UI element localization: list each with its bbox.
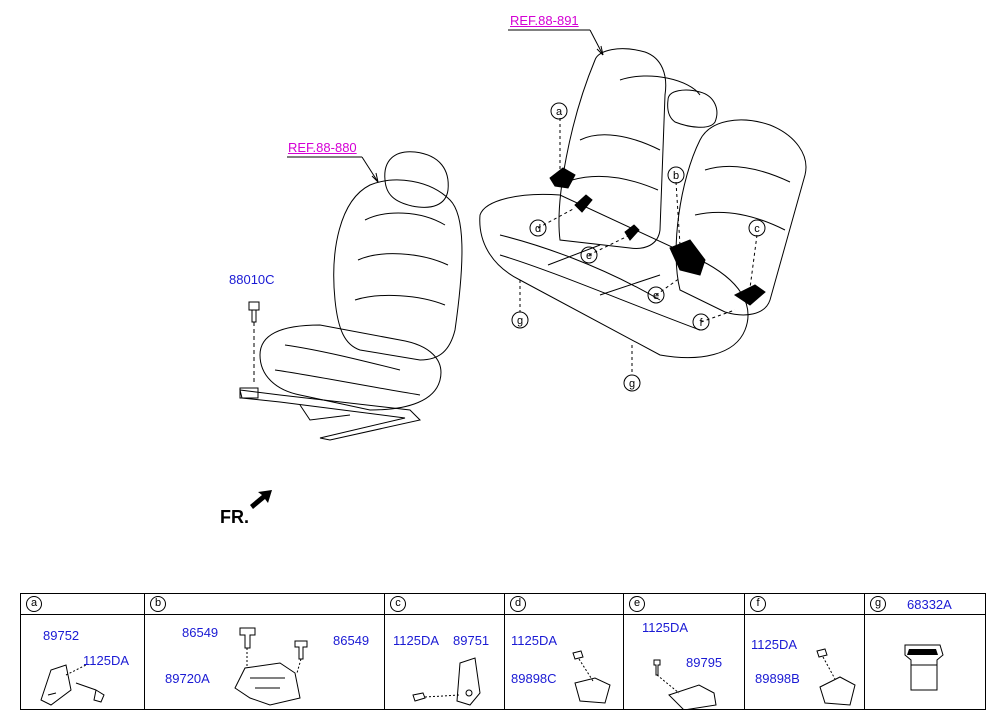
parts-table: a b c d e f g 68332A 89752 1125DA 86549 8… — [20, 593, 986, 710]
bracket-89751-icon — [412, 657, 481, 706]
front-seat-backrest — [333, 179, 463, 361]
part-89751[interactable]: 89751 — [453, 633, 490, 648]
ref-front-seat[interactable]: REF.88-880 — [288, 140, 357, 155]
fr-arrow-icon — [250, 490, 272, 509]
rear-center-headrest — [667, 89, 718, 128]
letter-e: e — [629, 596, 645, 612]
part-1125da-e[interactable]: 1125DA — [642, 620, 689, 635]
seat-illustration: a b c d e e f g g — [239, 29, 807, 509]
letter-d: d — [510, 596, 526, 612]
cap-68332a-icon — [904, 644, 944, 691]
front-seat-headrest — [384, 151, 449, 208]
bracket-a — [549, 167, 576, 189]
cell-b: 86549 86549 89720A — [144, 614, 385, 710]
cell-d: 1125DA 89898C — [504, 614, 624, 710]
letter-g: g — [870, 596, 886, 612]
bracket-89720a-icon — [234, 627, 308, 706]
bracket-89898c-icon — [572, 650, 611, 704]
callout-g2 — [623, 374, 641, 392]
header-d: d — [504, 593, 624, 615]
callout-f — [692, 313, 710, 331]
callout-label-b: b — [673, 170, 679, 182]
bracket-89898b-icon — [816, 648, 856, 706]
callout-label-a: a — [556, 106, 563, 118]
header-f: f — [744, 593, 865, 615]
header-e: e — [623, 593, 745, 615]
part-1125da-a[interactable]: 1125DA — [83, 653, 130, 668]
cell-g — [864, 614, 986, 710]
part-89898b[interactable]: 89898B — [755, 671, 800, 686]
front-seat-cushion — [259, 324, 442, 411]
bolt-88010c — [248, 301, 260, 323]
callout-label-c: c — [754, 223, 760, 235]
part-86549-right[interactable]: 86549 — [333, 633, 370, 648]
callout-label-e1: e — [586, 250, 592, 262]
part-89795[interactable]: 89795 — [686, 655, 723, 670]
ref-rear-seat[interactable]: REF.88-891 — [510, 13, 579, 28]
parts-table-body-row: 89752 1125DA 86549 86549 89720A 1125DA — [20, 614, 986, 710]
bracket-89752-icon — [40, 664, 105, 706]
callout-label-f: f — [699, 317, 703, 329]
part-89898c[interactable]: 89898C — [511, 671, 557, 686]
cell-e: 1125DA 89795 — [623, 614, 745, 710]
bracket-89795-icon — [653, 659, 717, 709]
rear-seat-backrest-left — [558, 48, 667, 249]
cell-f: 1125DA 89898B — [744, 614, 865, 710]
part-86549-left[interactable]: 86549 — [182, 625, 219, 640]
callout-e1 — [580, 246, 598, 264]
letter-b: b — [150, 596, 166, 612]
callout-label-g2: g — [629, 378, 635, 390]
callout-b — [667, 166, 685, 184]
part-89720a[interactable]: 89720A — [165, 671, 210, 686]
bracket-d — [574, 194, 593, 213]
part-68332a[interactable]: 68332A — [907, 597, 952, 612]
callout-a — [550, 102, 568, 120]
part-88010c[interactable]: 88010C — [229, 272, 275, 287]
bracket-b — [669, 239, 706, 276]
callout-e2 — [647, 286, 665, 304]
part-89752[interactable]: 89752 — [43, 628, 80, 643]
callout-label-g1: g — [517, 315, 523, 327]
cell-c: 1125DA 89751 — [384, 614, 505, 710]
callout-c — [748, 219, 766, 237]
rear-seat-cushion — [479, 193, 749, 359]
direction-label: FR. — [220, 507, 249, 527]
header-g: g 68332A — [864, 593, 986, 615]
front-seat-rail — [239, 389, 421, 441]
part-1125da-c[interactable]: 1125DA — [393, 633, 440, 648]
letter-c: c — [390, 596, 406, 612]
letter-a: a — [26, 596, 42, 612]
callout-d — [529, 219, 547, 237]
bracket-c — [734, 284, 766, 306]
rear-seat-backrest-right — [675, 119, 807, 316]
part-1125da-d[interactable]: 1125DA — [511, 633, 558, 648]
bracket-e1 — [624, 224, 640, 241]
header-b: b — [144, 593, 385, 615]
header-c: c — [384, 593, 505, 615]
callout-label-d: d — [535, 223, 541, 235]
letter-f: f — [750, 596, 766, 612]
part-1125da-f[interactable]: 1125DA — [751, 637, 798, 652]
parts-table-header-row: a b c d e f g 68332A — [20, 593, 986, 615]
callout-label-e2: e — [653, 290, 659, 302]
callout-g1 — [511, 311, 529, 329]
header-a: a — [20, 593, 145, 615]
cell-a: 89752 1125DA — [20, 614, 145, 710]
